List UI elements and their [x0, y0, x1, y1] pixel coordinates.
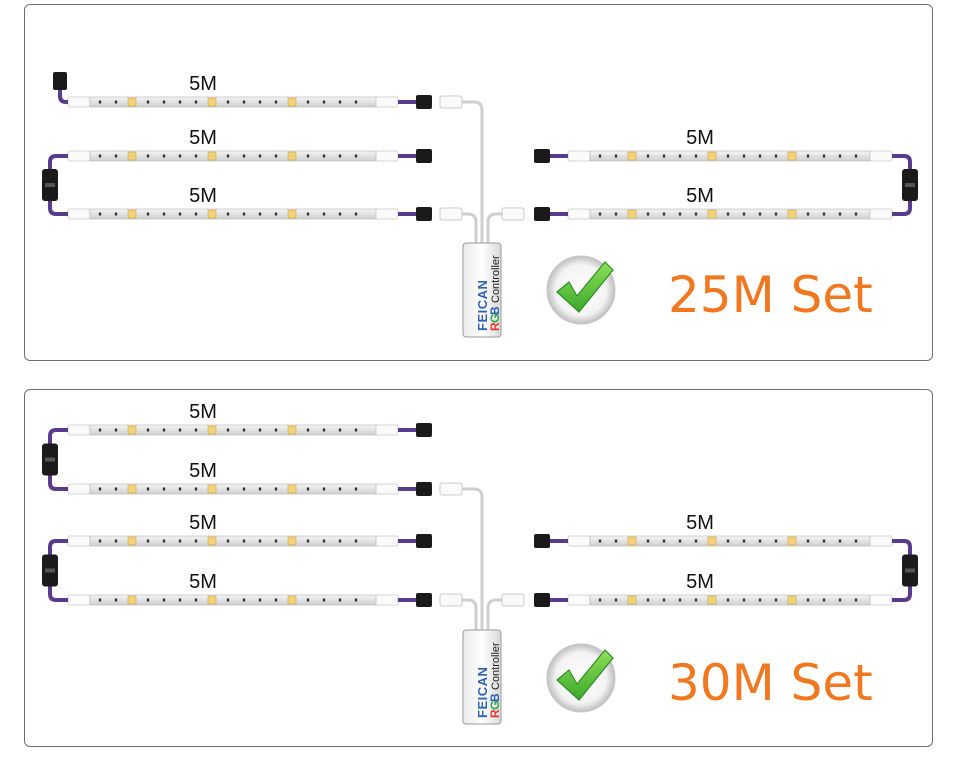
- connector-plug: [534, 534, 591, 548]
- connector-plug: [375, 207, 432, 221]
- set-title: 30M Set: [668, 654, 873, 712]
- strip-end-cap: [67, 96, 91, 108]
- checkmark-icon: [546, 255, 616, 325]
- loop-connector: [892, 539, 918, 602]
- strip-end-cap: [869, 208, 893, 220]
- loop-connector: [892, 154, 918, 216]
- strip-length-label: 5M: [189, 512, 217, 534]
- connector-plug: [375, 149, 432, 163]
- controller-rgb-letter: B: [488, 693, 502, 702]
- strip-length-label: 5M: [686, 185, 714, 207]
- controller-rgb-letter: G: [488, 701, 502, 710]
- led-strip: 5M: [89, 401, 377, 436]
- strip-end-cap: [67, 208, 91, 220]
- controller-rgb-letter: B: [488, 306, 502, 315]
- strip-end-cap: [869, 535, 893, 547]
- led-strip: 5M: [89, 185, 377, 220]
- connector-plug: [375, 423, 432, 437]
- connector-plug: [375, 482, 432, 496]
- strip-length-label: 5M: [189, 185, 217, 207]
- strip-length-label: 5M: [686, 512, 714, 534]
- strip-length-label: 5M: [189, 571, 217, 593]
- strip-length-label: 5M: [189, 127, 217, 149]
- strip-end-cap: [67, 594, 91, 606]
- controller-label: Controller: [490, 642, 502, 690]
- led-strip: 5M: [589, 512, 871, 547]
- strip-end-cap: [67, 424, 91, 436]
- strip-end-cap: [67, 535, 91, 547]
- led-strip: 5M: [89, 512, 377, 547]
- strip-end-cap: [67, 150, 91, 162]
- led-strip: 5M: [589, 185, 871, 220]
- checkmark-icon: [546, 643, 616, 713]
- set-title: 25M Set: [668, 266, 873, 324]
- controller-label: Controller: [490, 255, 502, 303]
- connector-plug: [534, 593, 591, 607]
- strip-length-label: 5M: [189, 460, 217, 482]
- led-strip: 5M: [89, 460, 377, 495]
- controller-brand: FEICAN: [475, 280, 490, 331]
- led-strip: 5M: [89, 127, 377, 162]
- start-plug: [53, 72, 68, 104]
- strip-end-cap: [67, 483, 91, 495]
- controller-rgb-letter: R: [488, 322, 502, 331]
- strip-length-label: 5M: [189, 73, 217, 95]
- connector-plug: [375, 593, 432, 607]
- connector-plug: [534, 149, 591, 163]
- controller-brand: FEICAN: [475, 667, 490, 718]
- loop-connector: [42, 539, 68, 602]
- loop-connector: [42, 428, 68, 491]
- led-strip: 5M: [89, 571, 377, 606]
- strip-end-cap: [869, 594, 893, 606]
- strip-length-label: 5M: [686, 127, 714, 149]
- strip-end-cap: [869, 150, 893, 162]
- led-strip: 5M: [89, 73, 377, 108]
- led-strip: 5M: [589, 127, 871, 162]
- connector-plug: [375, 95, 432, 109]
- connector-plug: [534, 207, 591, 221]
- controller-wires: [439, 95, 525, 243]
- strip-length-label: 5M: [686, 571, 714, 593]
- led-strip: 5M: [589, 571, 871, 606]
- connector-plug: [375, 534, 432, 548]
- controller-wires: [439, 482, 525, 630]
- loop-connector: [42, 154, 68, 216]
- controller-rgb-letter: R: [488, 709, 502, 718]
- controller-rgb-letter: G: [488, 314, 502, 323]
- strip-length-label: 5M: [189, 401, 217, 423]
